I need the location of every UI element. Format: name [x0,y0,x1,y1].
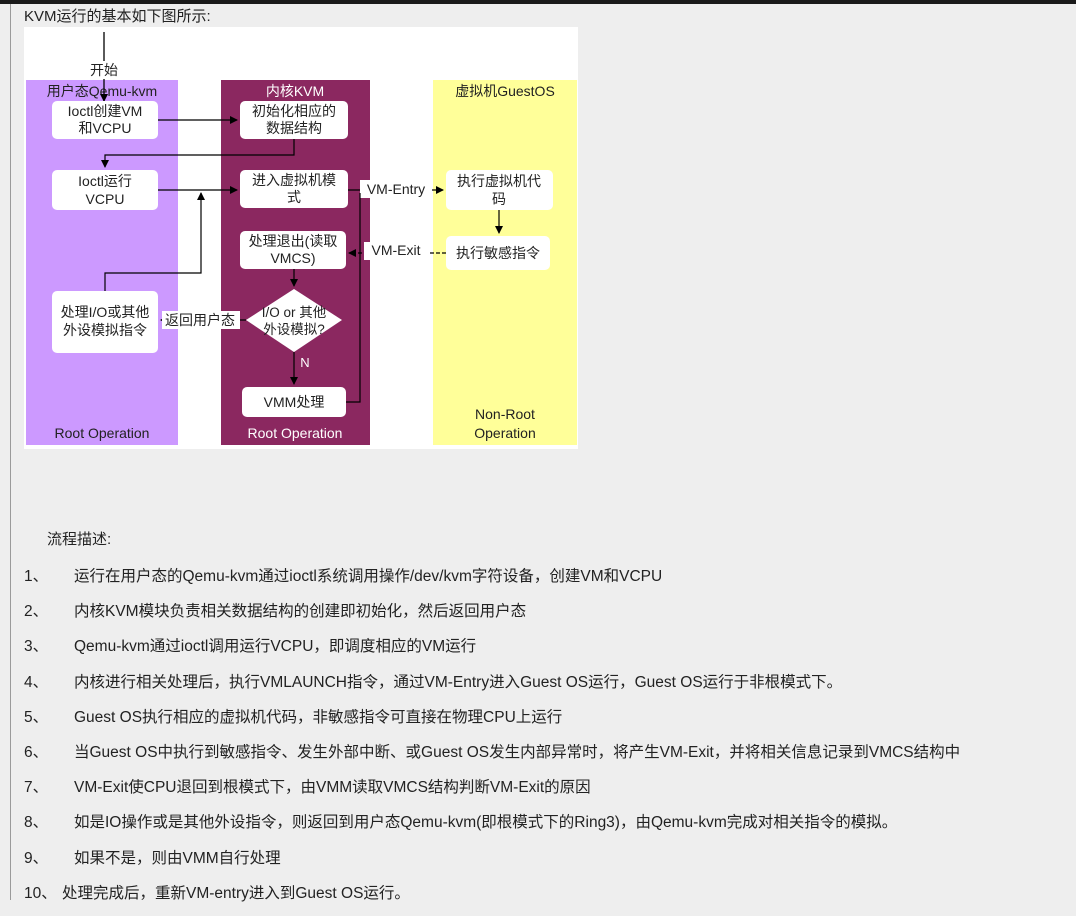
box-sensitive-text: 执行敏感指令 [456,245,540,261]
step-text: VM-Exit使CPU退回到根模式下，由VMM读取VMCS结构判断VM-Exit… [74,779,591,797]
step-number: 4、 [24,673,49,691]
step-text: Qemu-kvm通过ioctl调用运行VCPU，即调度相应的VM运行 [74,638,477,656]
step-text: 当Guest OS中执行到敏感指令、发生外部中断、或Guest OS发生内部异常… [74,743,961,761]
list-item: 2、 内核KVM模块负责相关数据结构的创建即初始化，然后返回用户态 [24,599,1069,634]
decision-io [246,289,342,352]
column-kernel-title: 内核KVM [266,83,324,99]
step-text: 内核进行相关处理后，执行VMLAUNCH指令，通过VM-Entry进入Guest… [74,673,843,691]
step-number: 8、 [24,814,49,832]
step-text: 内核KVM模块负责相关数据结构的创建即初始化，然后返回用户态 [74,603,527,621]
box-vmm [242,387,346,417]
column-user-title: 用户态Qemu-kvm [47,83,157,99]
step-text: Guest OS执行相应的虚拟机代码，非敏感指令可直接在物理CPU上运行 [74,708,563,726]
box-io-emulate-line2: 外设模拟指令 [63,322,147,338]
vm-entry-label: VM-Entry [367,181,425,197]
decision-no-label: N [300,355,309,370]
column-kernel-footer: Root Operation [248,425,343,441]
step-number: 10、 [24,884,57,902]
box-exit-handle-line1: 处理退出(读取 [249,233,338,249]
step-list: 1、 运行在用户态的Qemu-kvm通过ioctl系统调用操作/dev/kvm字符… [24,564,1069,916]
box-exec-guest-line1: 执行虚拟机代 [457,173,541,189]
decision-io-line1: I/O or 其他 [262,305,327,320]
step-text: 处理完成后，重新VM-entry进入到Guest OS运行。 [62,884,410,902]
step-text: 运行在用户态的Qemu-kvm通过ioctl系统调用操作/dev/kvm字符设备… [74,568,663,585]
box-ioctl-create-line1: Ioctl创建VM [68,103,143,119]
vm-exit-label: VM-Exit [372,242,421,258]
column-user-footer: Root Operation [55,425,150,441]
column-guest-title: 虚拟机GuestOS [455,83,555,99]
column-guest-footer-2: Operation [474,425,535,441]
list-item: 7、 VM-Exit使CPU退回到根模式下，由VMM读取VMCS结构判断VM-Ex… [24,775,1069,810]
column-user-space [26,80,178,445]
step-number: 2、 [24,603,49,621]
box-exec-guest [446,170,553,210]
decision-io-line2: 外设模拟? [263,322,325,337]
column-guest-footer-1: Non-Root [475,406,535,422]
box-ioctl-run-line1: Ioctl运行 [78,173,132,189]
box-vmm-text: VMM处理 [264,394,325,410]
step-number: 5、 [24,708,49,726]
box-ioctl-run [52,170,158,210]
box-io-emulate [52,291,158,353]
list-item: 10、处理完成后，重新VM-entry进入到Guest OS运行。 [24,881,1069,916]
start-label: 开始 [90,62,118,78]
box-init-line1: 初始化相应的 [252,103,336,119]
box-io-emulate-line1: 处理I/O或其他 [61,304,150,320]
box-init [240,101,348,139]
box-enter-vm-line2: 式 [287,189,301,205]
flow-title: 流程描述: [47,531,112,548]
box-ioctl-create [52,101,158,139]
step-number: 6、 [24,743,49,761]
box-exit-handle-line2: VMCS) [270,250,315,266]
box-exec-guest-line2: 码 [492,191,506,207]
intro-text: KVM运行的基本如下图所示: [24,8,211,25]
box-ioctl-create-line2: 和VCPU [79,120,132,136]
step-text: 如果不是，则由VMM自行处理 [74,849,281,867]
list-item: 1、 运行在用户态的Qemu-kvm通过ioctl系统调用操作/dev/kvm字符… [24,564,1069,599]
step-number: 1、 [24,568,49,585]
return-user-label: 返回用户态 [165,312,235,328]
list-item: 5、 Guest OS执行相应的虚拟机代码，非敏感指令可直接在物理CPU上运行 [24,705,1069,740]
kvm-flow-diagram: 用户态Qemu-kvm 内核KVM 虚拟机GuestOS Root Operat… [24,27,578,449]
box-sensitive [446,236,550,270]
top-bar [0,0,1076,4]
box-ioctl-run-line2: VCPU [86,191,125,207]
list-item: 6、 当Guest OS中执行到敏感指令、发生外部中断、或Guest OS发生内部… [24,740,1069,775]
list-item: 9、 如果不是，则由VMM自行处理 [24,846,1069,881]
box-init-line2: 数据结构 [266,120,322,136]
left-border [10,4,11,900]
list-item: 8、 如是IO操作或是其他外设指令，则返回到用户态Qemu-kvm(即根模式下的R… [24,810,1069,845]
box-enter-vm-line1: 进入虚拟机模 [252,172,336,188]
box-exit-handle [240,231,346,269]
list-item: 4、 内核进行相关处理后，执行VMLAUNCH指令，通过VM-Entry进入Gue… [24,670,1069,705]
step-number: 3、 [24,638,49,656]
step-number: 7、 [24,779,49,797]
list-item: 3、 Qemu-kvm通过ioctl调用运行VCPU，即调度相应的VM运行 [24,634,1069,669]
step-number: 9、 [24,849,49,867]
step-text: 如是IO操作或是其他外设指令，则返回到用户态Qemu-kvm(即根模式下的Rin… [74,814,898,832]
box-enter-vm [240,170,348,208]
